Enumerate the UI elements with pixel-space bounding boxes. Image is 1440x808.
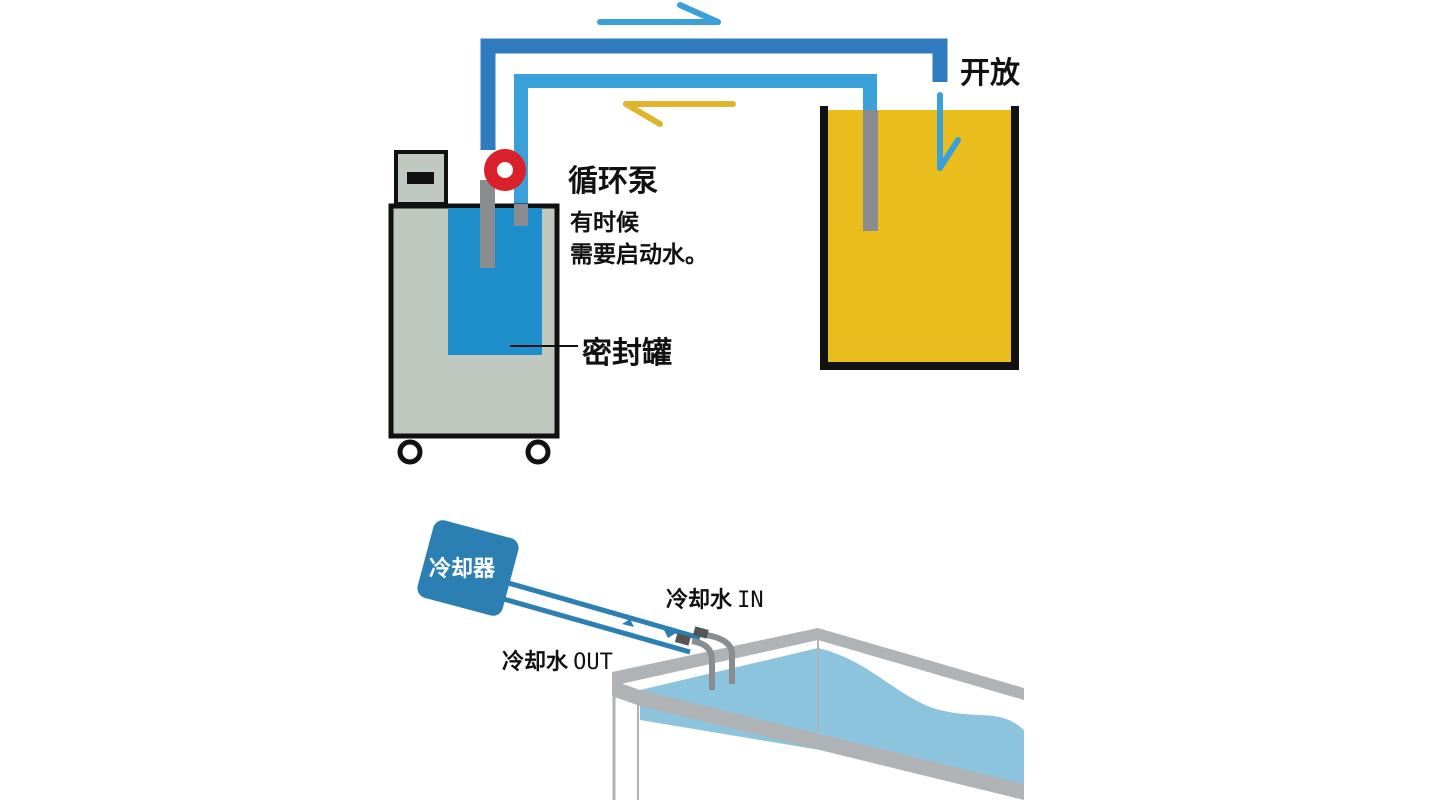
chiller-wheel-left: [397, 439, 423, 465]
hose-arrow-out: [622, 619, 634, 627]
chiller-wheel-right: [525, 439, 551, 465]
label-water-out: 冷却水 OUT: [502, 644, 613, 676]
label-cooler: 冷却器: [429, 557, 496, 582]
flow-arrow-down: [937, 92, 961, 171]
label-pump: 循环泵: [568, 164, 658, 199]
label-note-line1: 有时候: [570, 210, 639, 236]
pipe-coupling-out: [674, 633, 691, 646]
label-water-in-en: IN: [737, 588, 764, 613]
open-tank-fluid: [826, 110, 1013, 364]
label-water-out-cjk: 冷却水: [502, 650, 569, 675]
water-bath: [612, 628, 1024, 800]
label-water-out-en: OUT: [573, 650, 613, 675]
return-pipe: [514, 74, 877, 210]
open-tank-wall: [820, 106, 1019, 370]
label-tank: 密封罐: [582, 336, 672, 371]
pipe-coupling-in: [692, 626, 709, 639]
chiller-display: [407, 172, 434, 184]
label-water-in: 冷却水 IN: [666, 582, 764, 614]
cooler-box: [417, 520, 519, 616]
tank-pipe-left: [480, 180, 495, 268]
label-note-line2: 需要启动水。: [570, 242, 708, 268]
open-tank-return-pipe: [863, 110, 878, 231]
label-open: 开放: [960, 56, 1020, 91]
flow-arrow-right: [597, 2, 721, 25]
hose-arrow-in: [664, 630, 676, 638]
cooler-hoses: [499, 579, 701, 655]
tank-pipe-right: [514, 204, 528, 226]
flow-arrow-left: [623, 101, 736, 127]
supply-pipe: [480, 38, 948, 150]
circulation-pump-hub: [497, 162, 513, 178]
label-water-in-cjk: 冷却水: [666, 588, 733, 613]
